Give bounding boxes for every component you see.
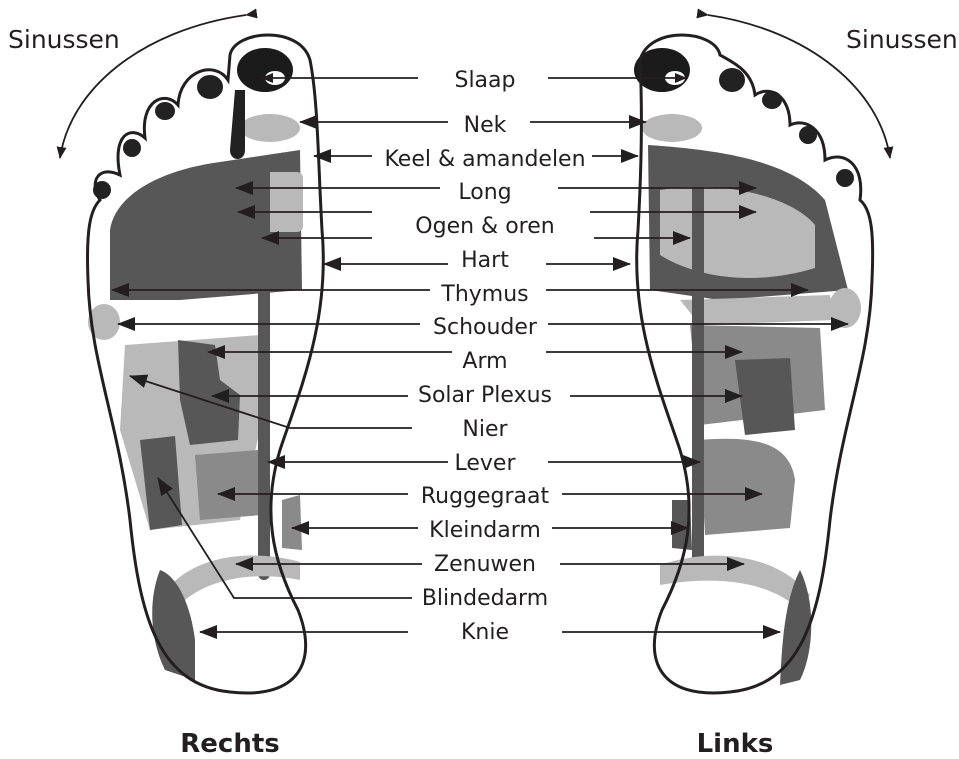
zone-label: Thymus	[440, 282, 528, 307]
zone-label: Nier	[462, 417, 508, 442]
sinus-label-right: Sinussen	[8, 25, 120, 54]
zone-label: Knie	[461, 620, 509, 645]
zone-label: Ogen & oren	[415, 214, 554, 239]
sinus-arc-right	[56, 8, 258, 159]
left-foot	[634, 33, 875, 695]
right-foot	[86, 33, 325, 695]
zone-label: Keel & amandelen	[384, 147, 585, 172]
zone-label: Schouder	[433, 315, 538, 340]
zone-label: Ruggegraat	[421, 484, 550, 509]
zone-label: Nek	[464, 113, 507, 138]
sinus-arc-left	[696, 8, 894, 159]
zone-label: Long	[458, 180, 511, 205]
zone-labels: Slaap Nek Keel & amandelen Long Ogen & o…	[384, 68, 585, 645]
side-label-left: Links	[697, 729, 774, 759]
zone-label: Hart	[461, 248, 509, 273]
side-label-right: Rechts	[180, 729, 279, 759]
zone-label: Solar Plexus	[418, 383, 552, 408]
zone-label: Arm	[462, 349, 507, 374]
zone-label: Kleindarm	[429, 518, 541, 543]
zone-label: Zenuwen	[434, 552, 536, 577]
zone-label: Lever	[454, 451, 516, 476]
sinus-label-left: Sinussen	[846, 25, 958, 54]
leader-arrows	[111, 73, 849, 639]
zone-label: Blindedarm	[422, 586, 548, 611]
zone-label: Slaap	[454, 68, 515, 93]
